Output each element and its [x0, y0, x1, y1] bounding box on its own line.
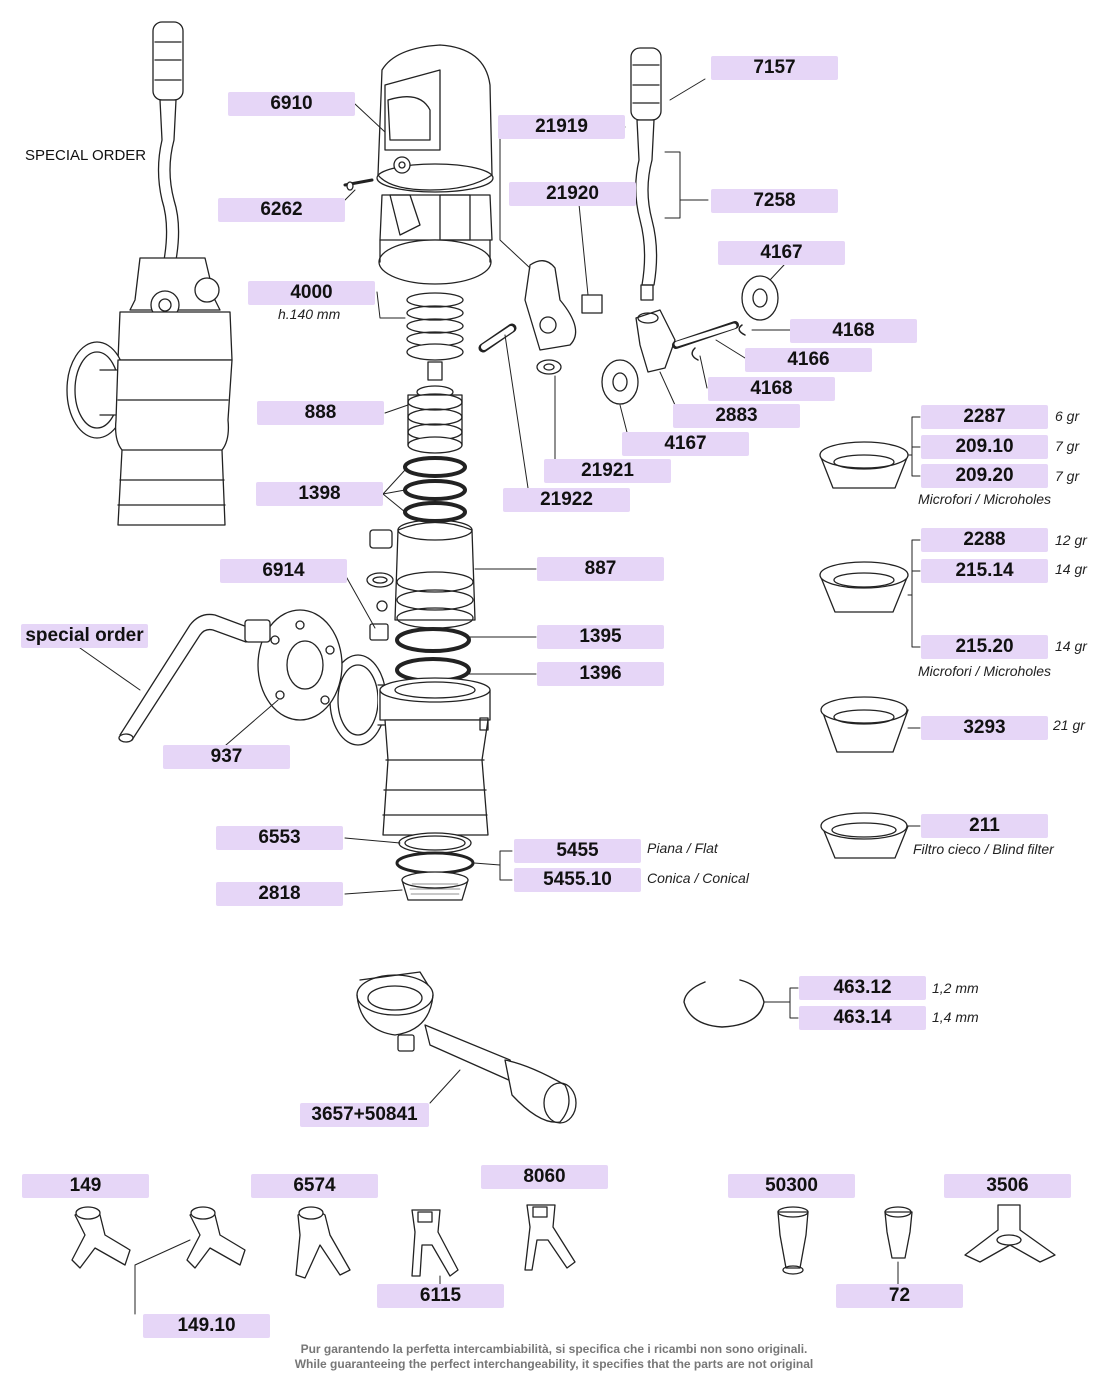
part-21921-label: 21921 [544, 459, 671, 483]
disclaimer-italian: Pur garantendo la perfetta intercambiabi… [300, 1342, 808, 1356]
weight-6gr-note: 6 gr [1055, 408, 1080, 424]
part-6914-label: 6914 [220, 559, 347, 583]
disclaimer-english: While guaranteeing the perfect interchan… [294, 1357, 814, 1371]
part-6553-label: 6553 [216, 826, 343, 850]
part-2288-label: 2288 [921, 528, 1048, 552]
part-3293-label: 3293 [921, 716, 1048, 740]
spouts-illustration [71, 1204, 1056, 1279]
part-6115-label: 6115 [377, 1284, 504, 1308]
spring-height-note: h.140 mm [278, 306, 341, 322]
blind-filter-note: Filtro cieco / Blind filter [913, 841, 1054, 857]
microholes-note-2: Microfori / Microholes [918, 663, 1052, 679]
weight-14gr-b-note: 14 gr [1055, 638, 1087, 654]
special-order-caption: SPECIAL ORDER [25, 147, 147, 164]
part-2287-label: 2287 [921, 405, 1048, 429]
part-6574-label: 6574 [251, 1174, 378, 1198]
small-parts-illustration [118, 178, 394, 743]
part-1396-label: 1396 [537, 662, 664, 686]
part-4167-bottom-label: 4167 [622, 432, 749, 456]
part-4168-top-label: 4168 [790, 319, 917, 343]
weight-7gr-a-note: 7 gr [1055, 438, 1080, 454]
part-215-14-label: 215.14 [921, 559, 1048, 583]
part-209-10-label: 209.10 [921, 435, 1048, 459]
part-6910-label: 6910 [228, 92, 355, 116]
lever-parts-illustration [478, 47, 779, 405]
weight-12gr-note: 12 gr [1055, 532, 1087, 548]
portafilter-illustration [356, 971, 577, 1124]
part-463-12-label: 463.12 [799, 976, 926, 1000]
part-463-14-label: 463.14 [799, 1006, 926, 1030]
part-1398-label: 1398 [256, 482, 383, 506]
part-21920-label: 21920 [509, 182, 636, 206]
part-special-order-label: special order [21, 624, 148, 648]
part-50300-label: 50300 [728, 1174, 855, 1198]
thickness-1-2mm-note: 1,2 mm [932, 980, 979, 996]
part-215-20-label: 215.20 [921, 635, 1048, 659]
part-3657-50841-label: 3657+50841 [300, 1103, 429, 1127]
microholes-note-1: Microfori / Microholes [918, 491, 1052, 507]
part-8060-label: 8060 [481, 1165, 608, 1189]
weight-21gr-note: 21 gr [1053, 717, 1085, 733]
part-4166-label: 4166 [745, 348, 872, 372]
part-3506-label: 3506 [944, 1174, 1071, 1198]
thickness-1-4mm-note: 1,4 mm [932, 1009, 979, 1025]
part-209-20-label: 209.20 [921, 464, 1048, 488]
flat-note: Piana / Flat [647, 840, 718, 856]
part-4168-bottom-label: 4168 [708, 377, 835, 401]
filter-baskets-illustration [819, 441, 909, 859]
part-149-label: 149 [22, 1174, 149, 1198]
part-21922-label: 21922 [503, 488, 630, 512]
part-7157-label: 7157 [711, 56, 838, 80]
part-888-label: 888 [257, 401, 384, 425]
part-149-10-label: 149.10 [143, 1314, 270, 1338]
filter-spring-illustration [683, 979, 765, 1028]
part-5455-10-label: 5455.10 [514, 868, 641, 892]
part-937-label: 937 [163, 745, 290, 769]
weight-7gr-b-note: 7 gr [1055, 468, 1080, 484]
part-21919-label: 21919 [498, 115, 625, 139]
part-72-label: 72 [836, 1284, 963, 1308]
part-4167-top-label: 4167 [718, 241, 845, 265]
part-2818-label: 2818 [216, 882, 343, 906]
part-5455-label: 5455 [514, 839, 641, 863]
leader-lines [79, 78, 921, 1315]
part-4000-label: 4000 [248, 281, 375, 305]
part-7258-label: 7258 [711, 189, 838, 213]
conical-note: Conica / Conical [647, 870, 749, 886]
part-1395-label: 1395 [537, 625, 664, 649]
part-211-label: 211 [921, 814, 1048, 838]
part-2883-label: 2883 [673, 404, 800, 428]
assembled-group-illustration [66, 21, 233, 526]
part-6262-label: 6262 [218, 198, 345, 222]
part-887-label: 887 [537, 557, 664, 581]
central-column-illustration [329, 44, 494, 901]
weight-14gr-a-note: 14 gr [1055, 561, 1087, 577]
